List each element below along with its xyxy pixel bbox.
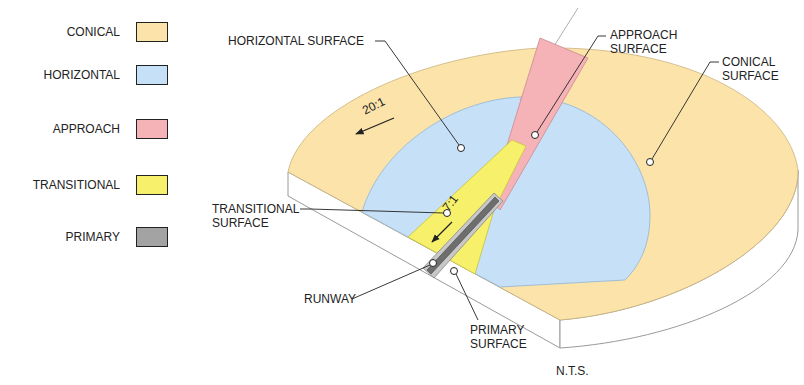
legend-text: APPROACH (53, 122, 120, 136)
leader-lines (300, 36, 719, 320)
surface-label: HORIZONTAL SURFACE (228, 34, 364, 48)
leader-dots (430, 132, 654, 275)
transitional-surface (408, 140, 526, 274)
scale-note: N.T.S. (556, 364, 589, 378)
runway-strip (427, 197, 499, 274)
legend-text: PRIMARY (66, 230, 120, 244)
legend-swatch (136, 22, 168, 42)
surface-label: APPROACH SURFACE (610, 28, 677, 56)
slope-arrow (432, 222, 452, 242)
primary-surface (423, 193, 503, 278)
legend-row: HORIZONTAL (0, 65, 120, 87)
legend-text: TRANSITIONAL (33, 178, 120, 192)
legend-swatch (136, 175, 168, 195)
legend-row: PRIMARY (0, 227, 120, 249)
legend-swatch (136, 65, 168, 85)
surface-label: PRIMARY SURFACE (470, 323, 527, 351)
legend-row: APPROACH (0, 119, 120, 141)
legend-text: HORIZONTAL (44, 68, 120, 82)
surface-label: TRANSITIONAL SURFACE (212, 202, 299, 230)
legend-row: TRANSITIONAL (0, 175, 120, 197)
legend-row: CONICAL (0, 22, 120, 44)
legend-text: CONICAL (67, 25, 120, 39)
surface-label: CONICAL SURFACE (722, 55, 779, 83)
surface-label: RUNWAY (304, 292, 356, 306)
legend-swatch (136, 119, 168, 139)
slope-arrow (356, 118, 394, 134)
legend-swatch (136, 227, 168, 247)
